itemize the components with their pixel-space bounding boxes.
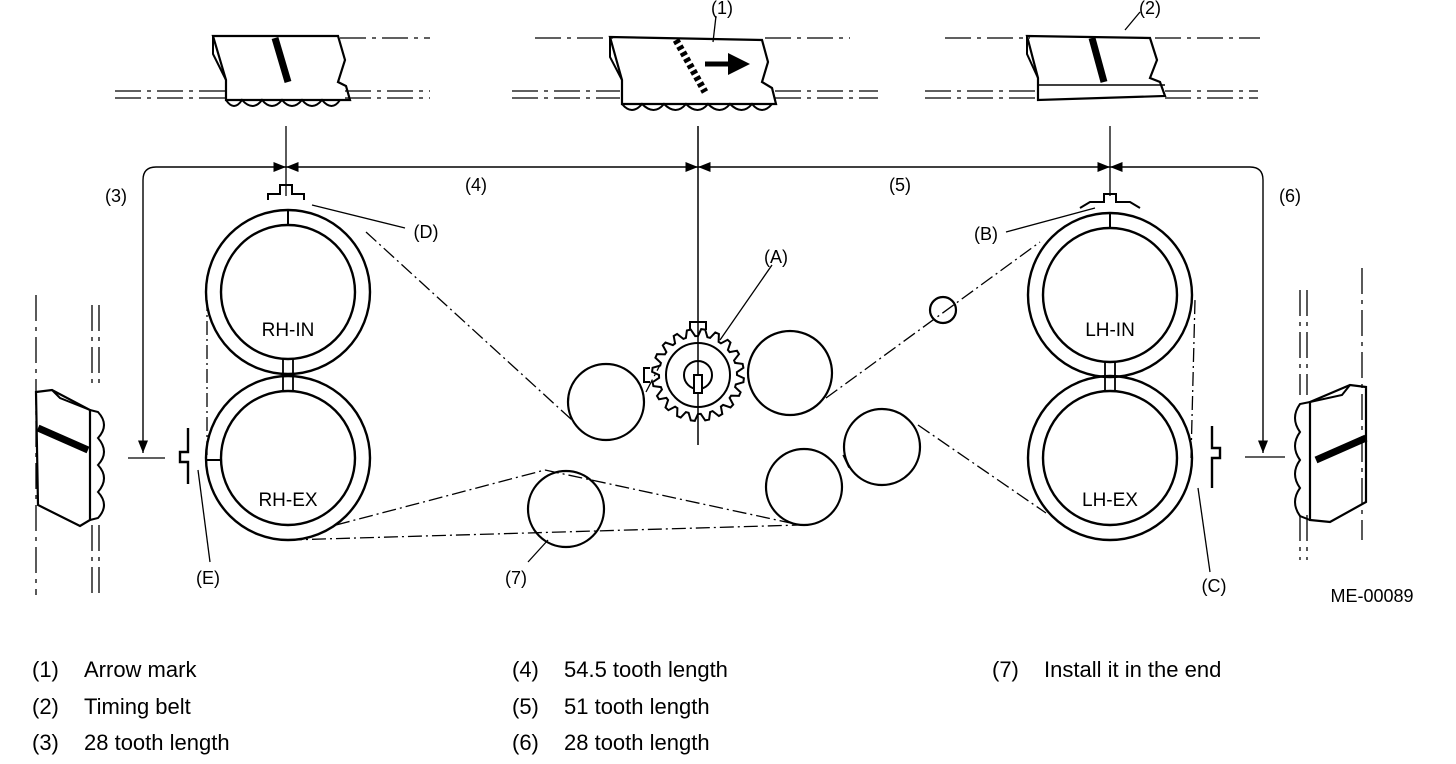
legend-item: (2) Timing belt: [32, 689, 230, 726]
callout-7: (7): [505, 568, 527, 588]
legend-item: (5) 51 tooth length: [512, 689, 728, 726]
legend-num: (5): [512, 693, 539, 719]
callout-c: (C): [1202, 576, 1227, 596]
legend-item: (4) 54.5 tooth length: [512, 652, 728, 689]
idler-last: [526, 469, 606, 549]
legend-text: Install it in the end: [1044, 657, 1222, 682]
rh-in-label: RH-IN: [262, 320, 315, 341]
lh-in-label: LH-IN: [1085, 320, 1135, 341]
legend-num: (2): [32, 693, 59, 719]
callout-4: (4): [465, 175, 487, 195]
idler-right-upper: [746, 329, 834, 417]
callout-1: (1): [711, 0, 733, 18]
legend-text: Timing belt: [84, 693, 191, 719]
timing-belt-diagram: RH-IN RH-EX LH-IN LH-EX (1) (2) (3) (4) …: [34, 0, 1414, 606]
legend-column-3: (7) Install it in the end: [992, 652, 1221, 689]
legend-text: 51 tooth length: [564, 693, 710, 719]
callout-d: (D): [414, 222, 439, 242]
belt-detail-side-right: [1294, 268, 1368, 560]
legend-item: (3) 28 tooth length: [32, 725, 230, 762]
legend-num: (3): [32, 730, 59, 755]
legend-text: 28 tooth length: [84, 730, 230, 755]
idler-lower: [764, 447, 844, 527]
belt-detail-left: [115, 34, 430, 107]
idler-small: [928, 295, 958, 325]
rh-ex-label: RH-EX: [258, 490, 317, 511]
callout-b: (B): [974, 224, 998, 244]
legend-num: (4): [512, 657, 539, 682]
idler-right-mid: [842, 407, 922, 487]
callout-a: (A): [764, 247, 788, 267]
rh-ex-pulley: [204, 359, 372, 542]
dimension-line: [137, 161, 1269, 453]
rh-in-pulley: [204, 208, 372, 376]
lh-in-pulley: [1026, 211, 1194, 379]
callout-e: (E): [196, 568, 220, 588]
legend-text: 28 tooth length: [564, 730, 710, 755]
belt-detail-side-left: [34, 295, 105, 595]
legend-column-1: (1) Arrow mark (2) Timing belt (3) 28 tooth…: [32, 652, 230, 762]
legend-num: (1): [32, 657, 59, 682]
callout-3: (3): [105, 186, 127, 206]
belt-detail-center: [512, 35, 878, 111]
legend-text: Arrow mark: [84, 657, 197, 682]
lh-ex-label: LH-EX: [1082, 490, 1138, 511]
belt-detail-right: [925, 11, 1260, 102]
legend-item: (7) Install it in the end: [992, 652, 1221, 689]
legend-item: (1) Arrow mark: [32, 652, 230, 689]
callout-5: (5): [889, 175, 911, 195]
legend-num: (6): [512, 730, 539, 755]
callout-6: (6): [1279, 186, 1301, 206]
legend-item: (6) 28 tooth length: [512, 725, 728, 762]
idler-left-upper: [566, 362, 646, 442]
legend-column-2: (4)54.5 tooth length (5)51 tooth length …: [512, 652, 728, 762]
crank-sprocket: [643, 321, 745, 422]
callout-2: (2): [1139, 0, 1161, 18]
legend-num: (7): [992, 657, 1019, 682]
leader-lines: [197, 204, 1211, 573]
legend-text: 54.5 tooth length: [564, 657, 728, 682]
lh-ex-pulley: [1026, 362, 1194, 542]
belt-path: [206, 231, 1196, 541]
figure-id: ME-00089: [1330, 586, 1413, 606]
